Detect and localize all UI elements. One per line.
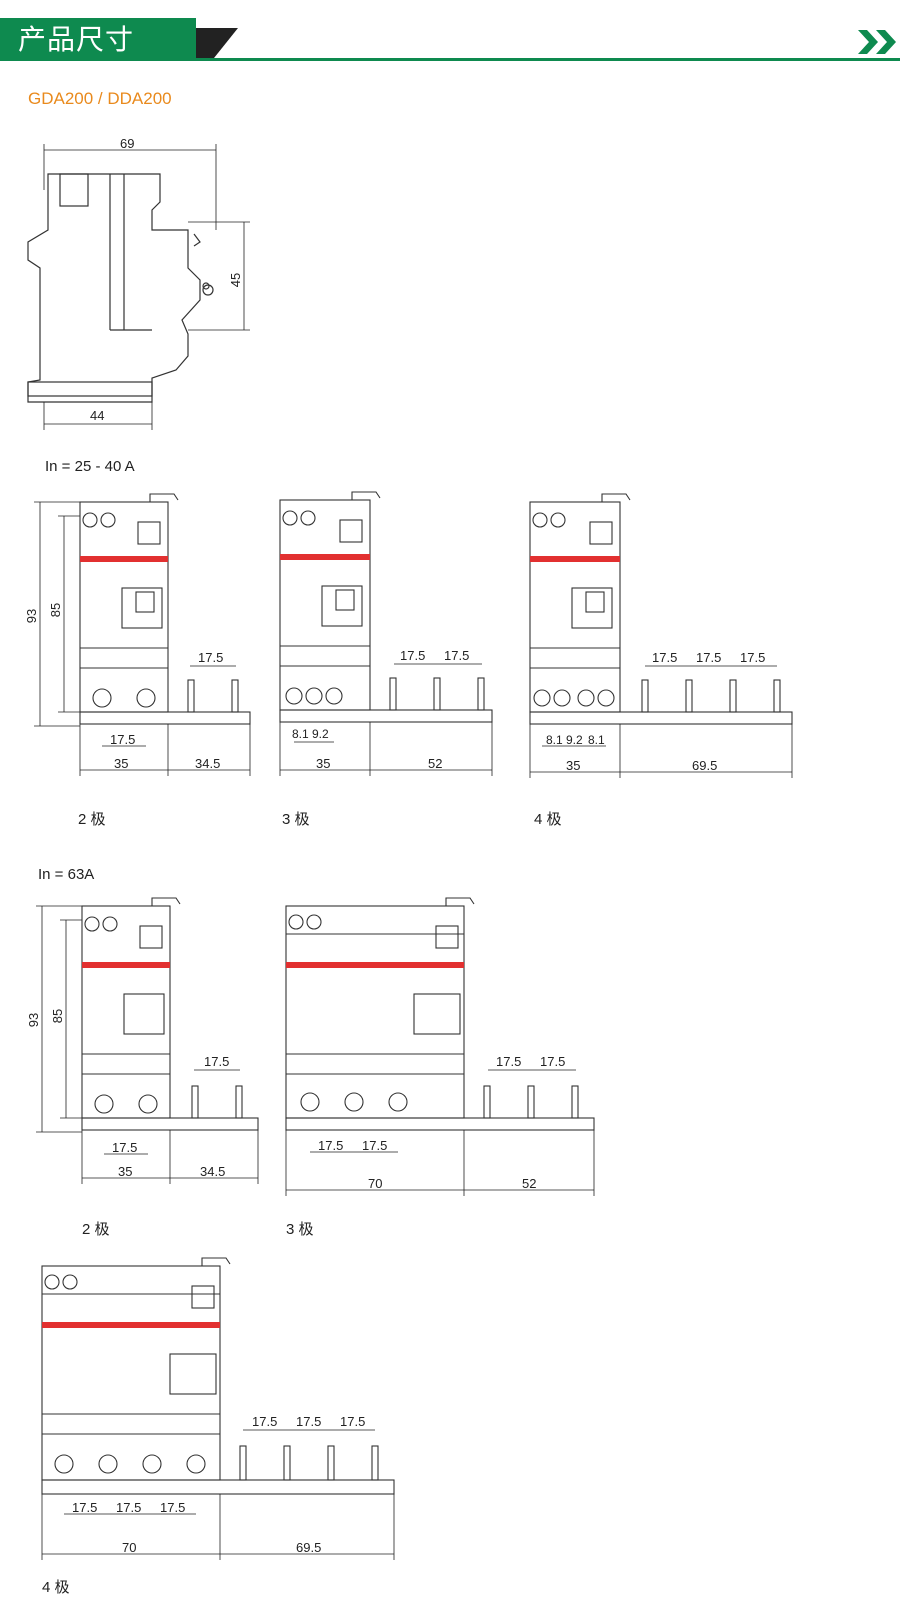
dim-side-width: 69 bbox=[120, 136, 134, 151]
dim2-v2-width-left: 70 bbox=[368, 1176, 382, 1191]
dim-height-93: 93 bbox=[24, 609, 39, 623]
dim-side-depth: 44 bbox=[90, 408, 104, 423]
caption-s1-3pole: 3 极 bbox=[282, 811, 310, 828]
section2-4pole-drawing: 17.5 17.5 17.5 17.5 17.5 17.5 70 69.5 bbox=[41, 1257, 395, 1560]
header-graphic bbox=[0, 18, 900, 61]
dim2-height-85: 85 bbox=[50, 1009, 65, 1023]
dim2-v2-pitch-2: 17.5 bbox=[362, 1138, 387, 1153]
double-chevron-right-icon bbox=[858, 30, 896, 54]
dim2-v1-spacing: 17.5 bbox=[204, 1054, 229, 1069]
page-title: 产品尺寸 bbox=[18, 23, 135, 56]
product-model: GDA200 / DDA200 bbox=[28, 89, 172, 108]
dim-v1-pitch: 17.5 bbox=[110, 732, 135, 747]
dim-v3-gap-1: 8.1 bbox=[546, 733, 563, 747]
section1-drawing: 93 85 17.5 17.5 35 34.5 bbox=[24, 491, 793, 778]
section2-drawing: 93 85 17.5 17.5 35 34.5 bbox=[26, 897, 595, 1196]
dim2-v2-width-right: 52 bbox=[522, 1176, 536, 1191]
section2-title: In = 63A bbox=[38, 866, 95, 883]
dim2-v3-pitch-1: 17.5 bbox=[72, 1500, 97, 1515]
dim-v2-width-left: 35 bbox=[316, 756, 330, 771]
dim-height-85: 85 bbox=[48, 603, 63, 617]
dim2-v3-width-left: 70 bbox=[122, 1540, 136, 1555]
view63-4pole bbox=[41, 1257, 395, 1495]
caption-s2-2pole: 2 极 bbox=[82, 1221, 110, 1238]
dim2-v3-pitch-3: 17.5 bbox=[160, 1500, 185, 1515]
dim-side-height: 45 bbox=[228, 273, 243, 287]
side-view-drawing: 69 45 44 bbox=[27, 136, 250, 430]
dim-v3-spacing-3: 17.5 bbox=[740, 650, 765, 665]
dim2-v3-spacing-1: 17.5 bbox=[252, 1414, 277, 1429]
caption-s2-4pole: 4 极 bbox=[42, 1579, 70, 1596]
dim-v1-spacing: 17.5 bbox=[198, 650, 223, 665]
dim-v2-gap-1: 8.1 bbox=[292, 727, 309, 741]
view-4pole bbox=[529, 493, 793, 725]
caption-s1-4pole: 4 极 bbox=[534, 811, 562, 828]
dim2-v1-width-left: 35 bbox=[118, 1164, 132, 1179]
dim-v3-width-right: 69.5 bbox=[692, 758, 717, 773]
dim2-v1-pitch: 17.5 bbox=[112, 1140, 137, 1155]
view-3pole bbox=[279, 491, 493, 723]
section1-title: In = 25 - 40 A bbox=[45, 458, 135, 475]
dim-v1-width-right: 34.5 bbox=[195, 756, 220, 771]
dim2-v1-width-right: 34.5 bbox=[200, 1164, 225, 1179]
dim2-v3-spacing-2: 17.5 bbox=[296, 1414, 321, 1429]
dim2-v2-spacing-2: 17.5 bbox=[540, 1054, 565, 1069]
section-header: 产品尺寸 bbox=[0, 0, 900, 66]
view63-3pole bbox=[285, 897, 595, 1131]
view63-2pole bbox=[81, 897, 259, 1131]
dim-v3-width-left: 35 bbox=[566, 758, 580, 773]
dim-v1-width-left: 35 bbox=[114, 756, 128, 771]
dim-v3-spacing-2: 17.5 bbox=[696, 650, 721, 665]
dim-v2-width-right: 52 bbox=[428, 756, 442, 771]
caption-s1-2pole: 2 极 bbox=[78, 811, 106, 828]
view-2pole bbox=[79, 493, 251, 725]
dim-v3-spacing-1: 17.5 bbox=[652, 650, 677, 665]
dim2-v2-spacing-1: 17.5 bbox=[496, 1054, 521, 1069]
dim-v2-gap-2: 9.2 bbox=[312, 727, 329, 741]
dim2-height-93: 93 bbox=[26, 1013, 41, 1027]
dim-v3-gap-2: 9.2 bbox=[566, 733, 583, 747]
dim2-v3-pitch-2: 17.5 bbox=[116, 1500, 141, 1515]
caption-s2-3pole: 3 极 bbox=[286, 1221, 314, 1238]
dim-v2-spacing-2: 17.5 bbox=[444, 648, 469, 663]
dim-v3-gap-3: 8.1 bbox=[588, 733, 605, 747]
dim-v2-spacing-1: 17.5 bbox=[400, 648, 425, 663]
dim2-v3-spacing-3: 17.5 bbox=[340, 1414, 365, 1429]
dim2-v3-width-right: 69.5 bbox=[296, 1540, 321, 1555]
dim2-v2-pitch-1: 17.5 bbox=[318, 1138, 343, 1153]
